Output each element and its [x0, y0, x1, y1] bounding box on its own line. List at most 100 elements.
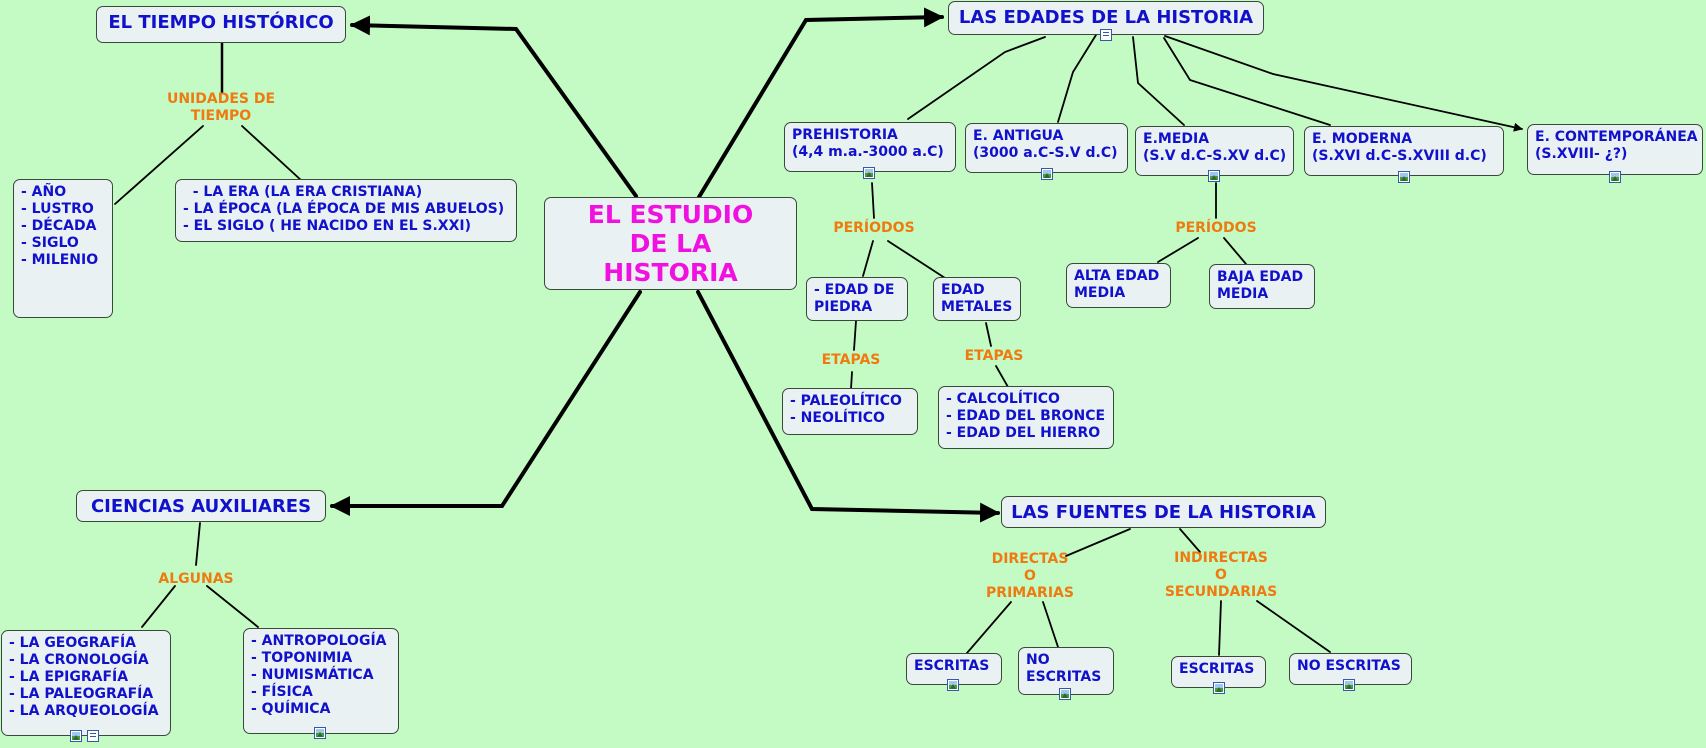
indirectas-no-escritas-node[interactable]: NO ESCRITAS: [1289, 653, 1412, 685]
linking-phrase-periodos: PERÍODOS: [1175, 220, 1257, 236]
image-attachment-icon[interactable]: [1343, 679, 1355, 691]
list-item: - CALCOLÍTICO: [946, 391, 1060, 407]
edad-moderna-node[interactable]: E. MODERNA (S.XVI d.C-S.XVIII d.C): [1304, 126, 1504, 176]
edad-contemporanea-node[interactable]: E. CONTEMPORÁNEA (S.XVIII- ¿?): [1527, 124, 1703, 175]
node-line: (4,4 m.a.-3000 a.C): [792, 144, 944, 160]
metales-etapas-node[interactable]: - CALCOLÍTICO - EDAD DEL BRONCE - EDAD D…: [938, 386, 1114, 449]
list-item: - NEOLÍTICO: [790, 410, 885, 426]
node-line: NO: [1026, 652, 1050, 668]
phrase-line: O: [1024, 568, 1036, 584]
image-attachment-icon[interactable]: [1609, 171, 1621, 183]
ciencias-list-2-node[interactable]: - ANTROPOLOGÍA - TOPONIMIA - NUMISMÁTICA…: [243, 628, 399, 734]
node-line: NO ESCRITAS: [1297, 658, 1401, 674]
ciencias-list-1-node[interactable]: - LA GEOGRAFÍA - LA CRONOLOGÍA - LA EPIG…: [1, 630, 171, 736]
image-attachment-icon[interactable]: [1059, 688, 1071, 700]
list-item: - ANTROPOLOGÍA: [251, 633, 387, 649]
phrase-line: DIRECTAS: [991, 551, 1069, 567]
node-line: PREHISTORIA: [792, 127, 898, 143]
alta-edad-media-node[interactable]: ALTA EDAD MEDIA: [1066, 263, 1171, 308]
eras-list-node[interactable]: - LA ERA (LA ERA CRISTIANA) - LA ÉPOCA (…: [175, 179, 517, 242]
image-attachment-icon[interactable]: [1208, 170, 1220, 182]
node-line: E.MEDIA: [1143, 131, 1210, 147]
list-item: - EDAD DEL BRONCE: [946, 408, 1106, 424]
tiempo-historico-node[interactable]: EL TIEMPO HISTÓRICO: [96, 6, 346, 43]
list-item: - AÑO: [21, 184, 67, 200]
edad-piedra-node[interactable]: - EDAD DE PIEDRA: [806, 277, 908, 321]
list-item: - LA ARQUEOLOGÍA: [9, 703, 159, 719]
image-attachment-icon[interactable]: [1398, 171, 1410, 183]
node-line: BAJA EDAD: [1217, 269, 1304, 285]
piedra-etapas-node[interactable]: - PALEOLÍTICO - NEOLÍTICO: [782, 388, 918, 435]
node-line: METALES: [941, 299, 1013, 315]
node-line: E. ANTIGUA: [973, 128, 1064, 144]
edad-media-node[interactable]: E.MEDIA (S.V d.C-S.XV d.C): [1135, 126, 1294, 176]
node-line: - EDAD DE: [814, 282, 895, 298]
node-line: ESCRITAS: [1179, 661, 1255, 677]
image-attachment-icon[interactable]: [70, 730, 82, 742]
edad-metales-node[interactable]: EDAD METALES: [933, 277, 1021, 321]
fuentes-historia-title: LAS FUENTES DE LA HISTORIA: [1011, 502, 1316, 523]
node-line: MEDIA: [1074, 285, 1126, 301]
image-attachment-icon[interactable]: [314, 727, 326, 739]
list-item: - LUSTRO: [21, 201, 94, 217]
phrase-line: SECUNDARIAS: [1164, 584, 1278, 600]
phrase-line: INDIRECTAS: [1174, 550, 1268, 566]
node-line: PIEDRA: [814, 299, 873, 315]
list-item: - LA ERA (LA ERA CRISTIANA): [183, 184, 423, 200]
list-item: - MILENIO: [21, 252, 99, 268]
central-topic[interactable]: EL ESTUDIO DE LA HISTORIA: [544, 197, 797, 290]
list-item: - EL SIGLO ( HE NACIDO EN EL S.XXI): [183, 218, 471, 234]
list-item: - LA GEOGRAFÍA: [9, 635, 136, 651]
branch-line-edades: [697, 7, 944, 199]
fuentes-historia-node[interactable]: LAS FUENTES DE LA HISTORIA: [1001, 496, 1326, 528]
list-item: - LA ÉPOCA (LA ÉPOCA DE MIS ABUELOS): [183, 201, 505, 217]
linking-phrase-directas: DIRECTAS O PRIMARIAS: [970, 551, 1090, 602]
branch-line-fuentes: [696, 290, 1000, 523]
edad-antigua-node[interactable]: E. ANTIGUA (3000 a.C-S.V d.C): [965, 123, 1128, 173]
phrase-line: UNIDADES DE: [166, 91, 276, 107]
units-list-node[interactable]: - AÑO - LUSTRO - DÉCADA - SIGLO - MILENI…: [13, 179, 113, 318]
phrase-line: O: [1215, 567, 1227, 583]
linking-phrase-algunas: ALGUNAS: [158, 571, 234, 587]
list-item: - SIGLO: [21, 235, 79, 251]
branch-line-tiempo: [350, 15, 638, 198]
list-item: - TOPONIMIA: [251, 650, 353, 666]
node-line: ESCRITAS: [914, 658, 990, 674]
document-attachment-icon[interactable]: [1100, 29, 1112, 41]
central-topic-line: HISTORIA: [603, 258, 738, 287]
list-item: - LA EPIGRAFÍA: [9, 669, 129, 685]
node-line: (S.XVI d.C-S.XVIII d.C): [1312, 148, 1487, 164]
node-line: ALTA EDAD: [1074, 268, 1160, 284]
baja-edad-media-node[interactable]: BAJA EDAD MEDIA: [1209, 264, 1315, 309]
linking-phrase-etapas: ETAPAS: [821, 352, 881, 368]
node-line: E. CONTEMPORÁNEA: [1535, 129, 1698, 145]
image-attachment-icon[interactable]: [947, 679, 959, 691]
document-attachment-icon[interactable]: [87, 730, 99, 742]
central-topic-line: EL ESTUDIO: [587, 200, 754, 229]
image-attachment-icon[interactable]: [1213, 682, 1225, 694]
list-item: - FÍSICA: [251, 684, 313, 700]
node-line: ESCRITAS: [1026, 669, 1102, 685]
ciencias-auxiliares-title: CIENCIAS AUXILIARES: [90, 496, 312, 517]
node-line: (S.V d.C-S.XV d.C): [1143, 148, 1287, 164]
ciencias-auxiliares-node[interactable]: CIENCIAS AUXILIARES: [76, 490, 326, 522]
phrase-line: TIEMPO: [190, 108, 252, 124]
prehistoria-node[interactable]: PREHISTORIA (4,4 m.a.-3000 a.C): [784, 122, 956, 172]
image-attachment-icon[interactable]: [1041, 168, 1053, 180]
phrase-line: PRIMARIAS: [986, 585, 1074, 601]
list-item: - NUMISMÁTICA: [251, 667, 374, 683]
list-item: - LA CRONOLOGÍA: [9, 652, 149, 668]
node-line: EDAD: [941, 282, 985, 298]
image-attachment-icon[interactable]: [863, 167, 875, 179]
tiempo-historico-title: EL TIEMPO HISTÓRICO: [108, 12, 334, 33]
branch-line-ciencias: [330, 290, 642, 516]
linking-phrase-indirectas: INDIRECTAS O SECUNDARIAS: [1161, 550, 1281, 601]
list-item: - QUÍMICA: [251, 701, 331, 717]
linking-phrase-unidades: UNIDADES DE TIEMPO: [150, 91, 292, 125]
node-line: (S.XVIII- ¿?): [1535, 146, 1628, 162]
list-item: - EDAD DEL HIERRO: [946, 425, 1101, 441]
list-item: - LA PALEOGRAFÍA: [9, 686, 154, 702]
linking-phrase-etapas: ETAPAS: [964, 348, 1024, 364]
central-topic-line: DE LA: [629, 229, 712, 258]
